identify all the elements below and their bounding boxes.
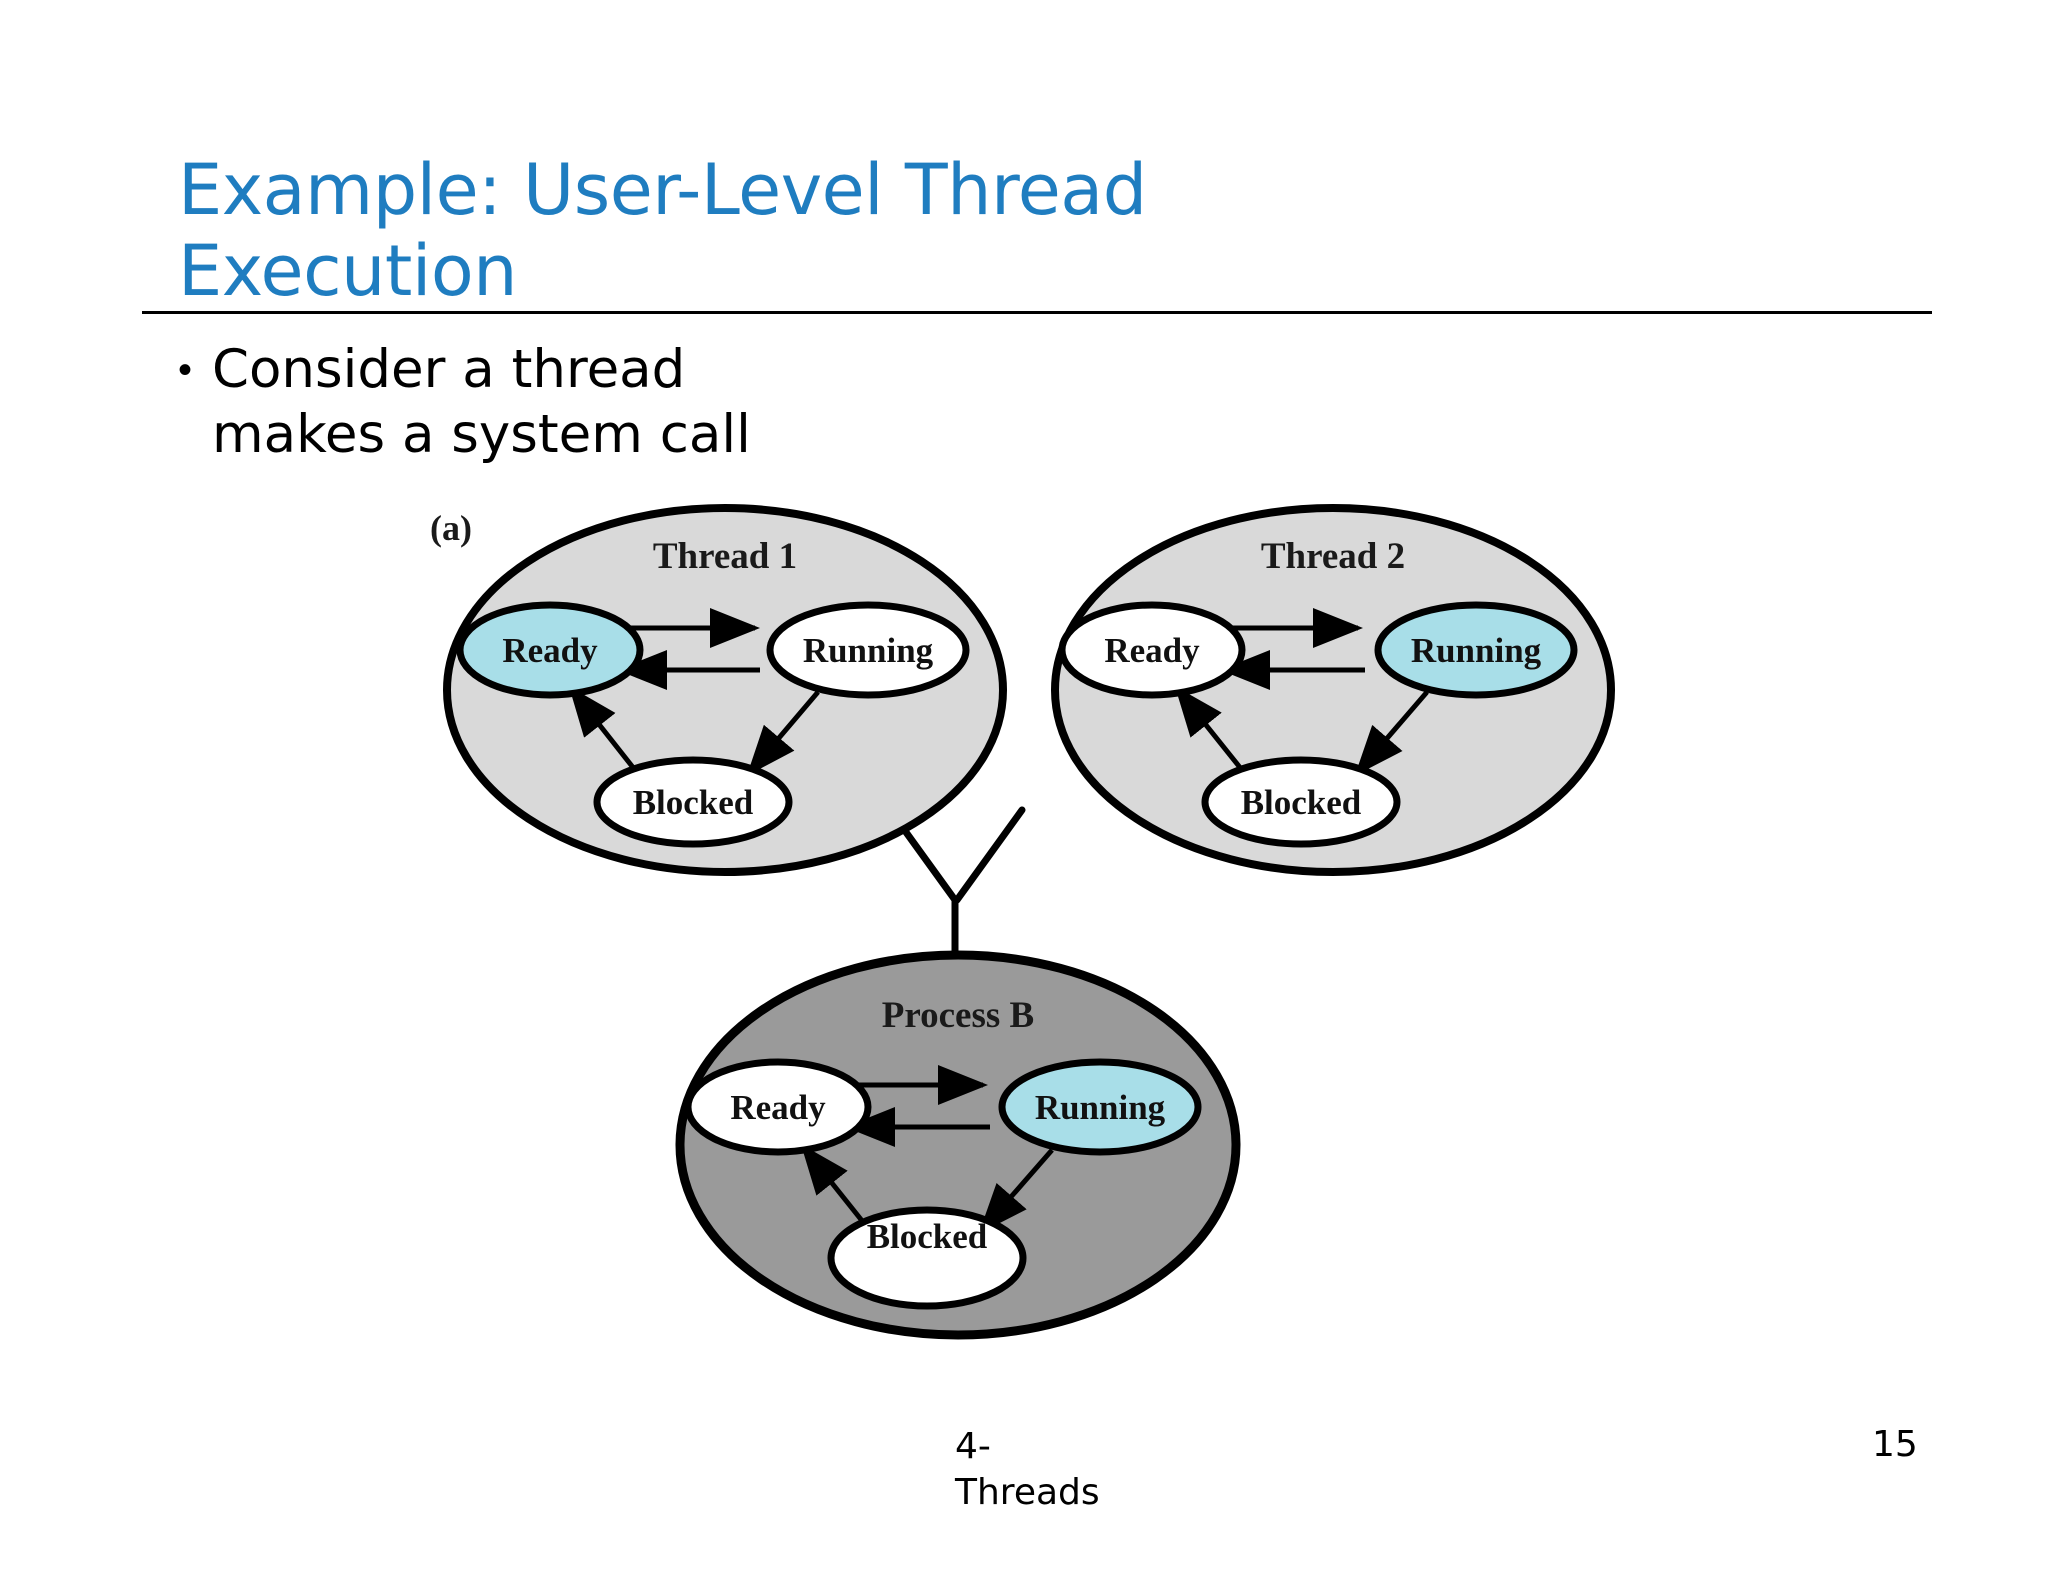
thread-1-label: Thread 1 — [653, 536, 797, 577]
thread-1-boundary — [443, 504, 1007, 876]
thread-2-node-running[interactable] — [1374, 601, 1578, 699]
thread-1-node-ready-label: Ready — [502, 631, 598, 670]
thread-1-node-blocked[interactable] — [593, 756, 793, 848]
process-b-arrow-blocked-to-ready — [800, 1144, 869, 1229]
thread-1-node-running[interactable] — [766, 601, 970, 699]
thread-2-arrow-blocked-to-ready — [1174, 686, 1244, 772]
thread-2-node-blocked[interactable] — [1201, 756, 1401, 848]
group-thread-2[interactable]: Thread 2 Ready Running Blocked — [1051, 504, 1615, 876]
thread-1-arrow-running-to-blocked — [746, 690, 820, 776]
slide-number: 15 — [1872, 1424, 1918, 1465]
bullet-list: • Consider a thread makes a system call — [178, 338, 1138, 467]
process-b-boundary — [675, 950, 1241, 1340]
thread-1-node-blocked-label: Blocked — [633, 783, 754, 822]
process-b-label: Process B — [882, 995, 1034, 1036]
process-b-node-running[interactable] — [998, 1058, 1202, 1156]
process-b-node-blocked[interactable] — [827, 1206, 1027, 1310]
title-divider — [142, 311, 1932, 314]
thread-2-label: Thread 2 — [1261, 536, 1405, 577]
process-b-node-ready[interactable] — [684, 1058, 872, 1156]
group-process-b[interactable]: Process B Ready Running Blocked — [675, 950, 1241, 1340]
thread-state-diagram: (a) Thread 1 Ready — [430, 500, 1660, 1340]
thread-2-node-blocked-label: Blocked — [1241, 783, 1362, 822]
group-connectors — [886, 806, 1026, 959]
thread-2-node-ready-label: Ready — [1104, 631, 1200, 670]
connector-thread2-to-processb — [953, 806, 1026, 904]
process-b-node-blocked-label: Blocked — [867, 1217, 988, 1256]
group-thread-1[interactable]: Thread 1 Ready Running Blocked — [443, 504, 1007, 876]
thread-1-node-ready[interactable] — [456, 601, 644, 699]
diagram-svg: (a) Thread 1 Ready — [430, 504, 1615, 1340]
thread-2-arrow-running-to-blocked — [1354, 690, 1429, 776]
figure-label: (a) — [430, 508, 472, 548]
page-title: Example: User-Level Thread Execution — [178, 149, 1147, 313]
process-b-arrow-running-to-blocked — [978, 1148, 1054, 1234]
thread-1-arrow-blocked-to-ready — [568, 686, 637, 772]
thread-2-node-running-label: Running — [1411, 631, 1542, 670]
process-b-node-ready-label: Ready — [730, 1088, 826, 1127]
thread-2-node-ready[interactable] — [1058, 601, 1246, 699]
process-b-node-running-label: Running — [1035, 1088, 1166, 1127]
bullet-marker-icon: • — [178, 348, 193, 392]
footer-deck-label: 4- Threads — [955, 1426, 1100, 1514]
thread-1-node-running-label: Running — [803, 631, 934, 670]
thread-2-boundary — [1051, 504, 1615, 876]
bullet-item-text: Consider a thread makes a system call — [212, 339, 751, 465]
